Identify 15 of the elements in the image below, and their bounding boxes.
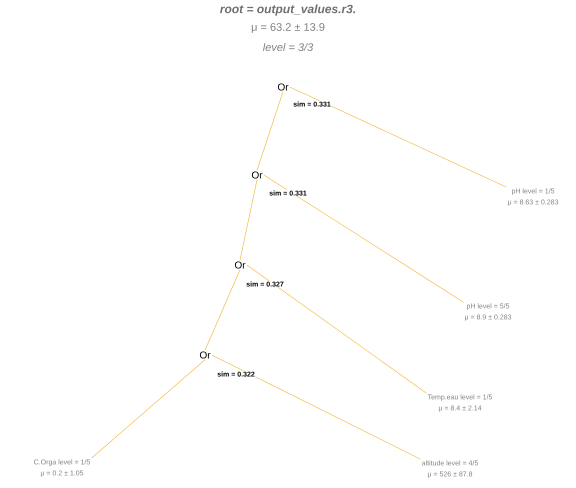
mean-label: μ = 63.2 ± 13.9 — [252, 23, 324, 33]
branch-line — [91, 359, 206, 458]
title: root = output_values.r3. — [220, 4, 356, 16]
operator-label: Or — [200, 351, 210, 359]
branch-line — [263, 174, 464, 302]
branch-line — [256, 91, 284, 171]
branch-line — [289, 86, 507, 188]
operator-label: Or — [278, 83, 288, 91]
branch-line — [240, 179, 258, 261]
branch-line — [211, 354, 421, 460]
branch-line — [204, 269, 240, 351]
level-label: level = 3/3 — [262, 42, 314, 52]
operator-label: Or — [234, 261, 246, 269]
operator-label: Or — [252, 171, 262, 179]
branch-line — [246, 264, 427, 394]
